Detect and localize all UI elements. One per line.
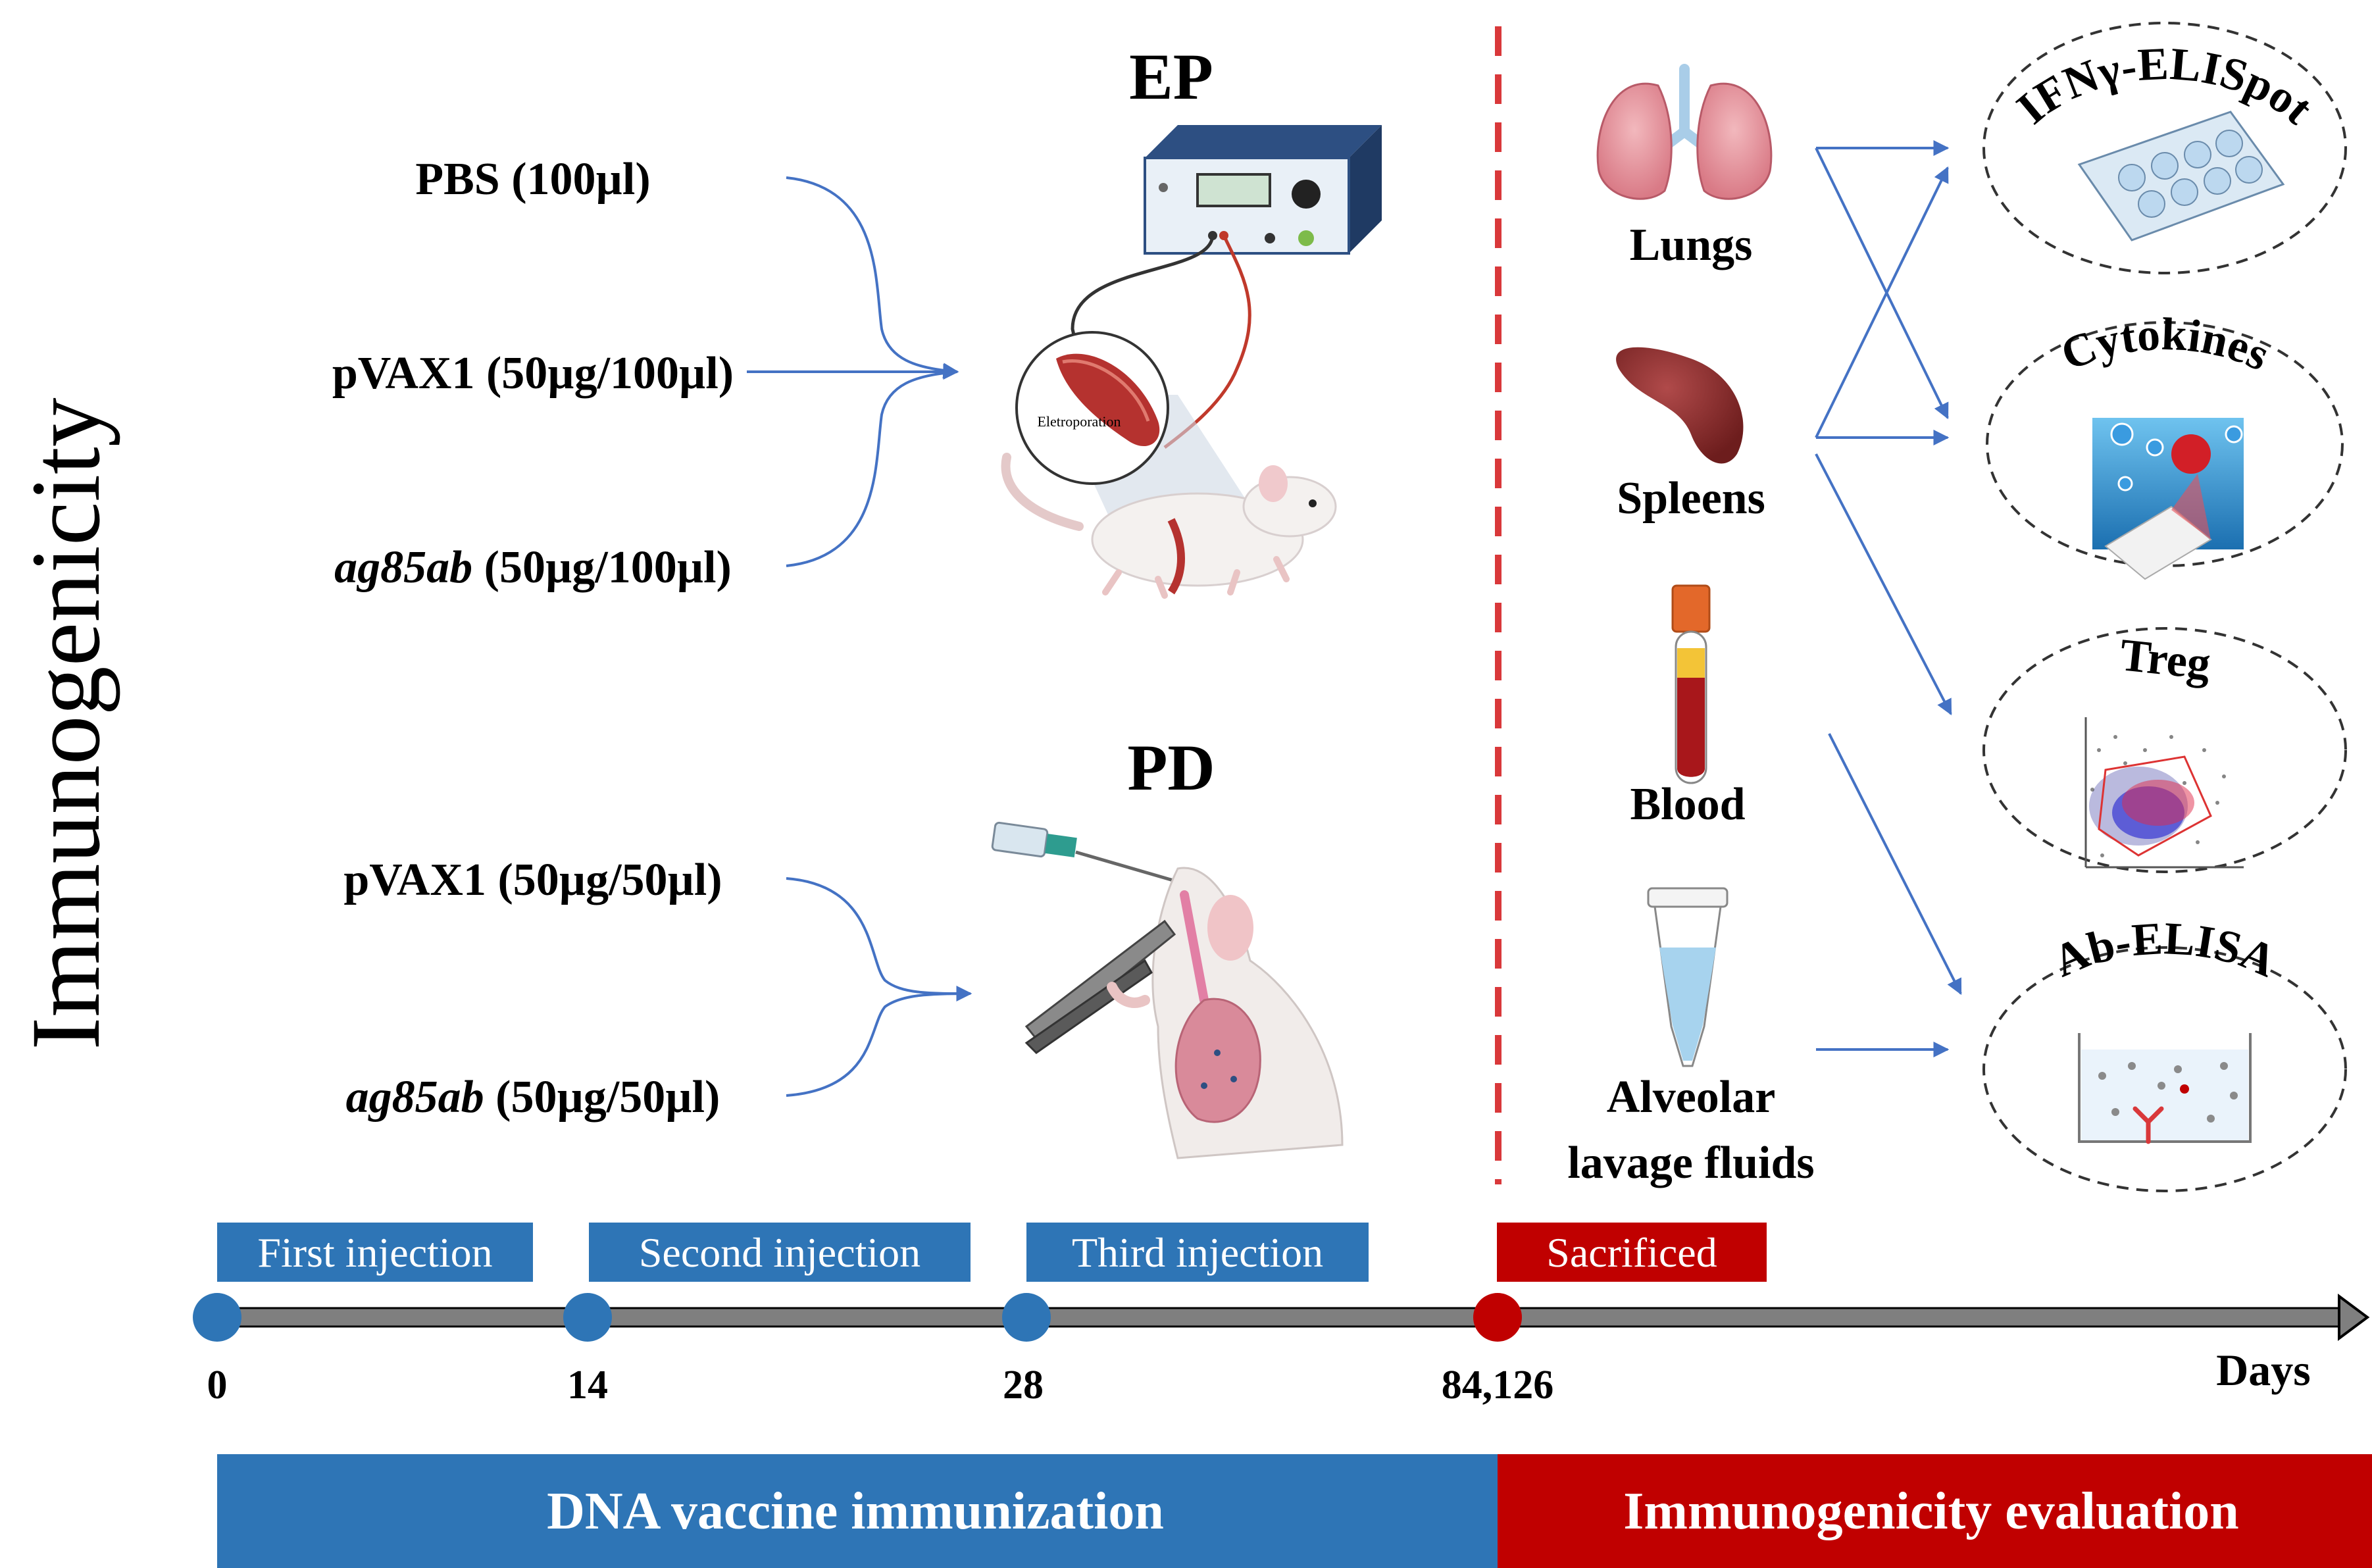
sample-spleens: Spleens xyxy=(1617,473,1765,524)
timeline-point-day-28 xyxy=(1002,1293,1051,1342)
timeline-event-third: Third injection xyxy=(1026,1223,1369,1282)
timeline-event-first: First injection xyxy=(217,1223,533,1282)
eppendorf-tube-icon xyxy=(1647,887,1729,1067)
pd-arrow-bottom xyxy=(786,992,971,1097)
timeline-tick-0: 0 xyxy=(207,1363,228,1407)
ep-mouse-icon xyxy=(1001,453,1337,599)
ep-group-pbs: PBS (100µl) xyxy=(415,154,650,205)
electroporation-device-icon xyxy=(1144,125,1382,255)
elispot-plate-icon xyxy=(2077,111,2285,241)
electroporation-label: Eletroporation xyxy=(1037,413,1121,430)
timeline-point-day-14 xyxy=(563,1293,612,1342)
lungs-icon xyxy=(1596,64,1773,200)
timeline-event-first-label: First injection xyxy=(257,1229,492,1276)
pd-group-ag85ab: ag85ab (50µg/50µl) xyxy=(346,1072,720,1123)
sample-lavage-fluids: lavage fluids xyxy=(1567,1138,1814,1188)
sample-assay-arrows xyxy=(1815,140,1962,1057)
timeline-tick-14: 14 xyxy=(567,1363,608,1407)
pd-group-pvax1: pVAX1 (50µg/50µl) xyxy=(343,855,722,905)
phase-immunization: DNA vaccine immunization xyxy=(217,1454,1498,1568)
cytokine-tank-icon xyxy=(2092,418,2244,580)
ep-group-pvax1-label: pVAX1 (50µg/100µl) xyxy=(332,348,734,399)
elisa-well-icon xyxy=(2078,1033,2252,1144)
timeline-event-second-label: Second injection xyxy=(639,1229,921,1276)
ep-arrow-top xyxy=(786,176,959,379)
assay-cytokines: Cytokines xyxy=(1986,309,2344,580)
timeline-tick-28: 28 xyxy=(1003,1363,1044,1407)
sample-lungs: Lungs xyxy=(1630,220,1753,270)
pd-title: PD xyxy=(1127,731,1215,804)
assay-treg-label: Treg xyxy=(2117,630,2213,690)
pd-group-ag85ab-italic: ag85ab xyxy=(346,1072,484,1123)
assay-elispot: IFNγ-ELISpot xyxy=(1982,22,2347,274)
electrode-wire-black xyxy=(1071,235,1215,359)
assay-ab-elisa: Ab-ELISA xyxy=(1982,913,2347,1192)
timeline-event-sacrificed: Sacrificed xyxy=(1497,1223,1767,1282)
ep-arrow-bottom xyxy=(786,370,958,567)
sample-alveolar: Alveolar xyxy=(1607,1072,1776,1123)
ep-title: EP xyxy=(1129,40,1213,113)
timeline-event-second: Second injection xyxy=(589,1223,971,1282)
timeline-point-day-0 xyxy=(193,1293,241,1342)
blood-tube-icon xyxy=(1671,584,1711,784)
pd-mouse-syringe-icon xyxy=(991,821,1344,1159)
timeline-axis xyxy=(216,1294,2370,1341)
ep-group-pvax1: pVAX1 (50µg/100µl) xyxy=(332,348,734,399)
arrow-blood-elisa xyxy=(1828,733,1962,996)
ep-group-ag85ab-label: (50µg/100µl) xyxy=(472,542,732,593)
spleen-icon xyxy=(1616,347,1744,464)
side-title: Immunogenicity xyxy=(11,397,120,1050)
flow-cytometry-plot-icon xyxy=(2084,717,2244,869)
arrow-lungs-cytokines xyxy=(1815,147,1949,420)
arrow-spleens-elispot xyxy=(1815,166,1949,438)
pd-group-ag85ab-label: (50µg/50µl) xyxy=(484,1072,720,1123)
arrow-spleens-treg xyxy=(1815,453,1952,716)
ep-group-ag85ab-italic: ag85ab xyxy=(334,542,472,593)
pd-arrow-top xyxy=(786,877,972,1001)
timeline-tick-84-126: 84,126 xyxy=(1442,1363,1554,1407)
assay-treg: Treg xyxy=(1982,627,2347,873)
timeline-event-sacrificed-label: Sacrificed xyxy=(1546,1229,1717,1276)
pd-group-pvax1-label: pVAX1 (50µg/50µl) xyxy=(343,855,722,905)
timeline-point-day-84 xyxy=(1473,1293,1522,1342)
ep-group-ag85ab: ag85ab (50µg/100µl) xyxy=(334,542,732,593)
ep-group-pbs-label: PBS (100µl) xyxy=(415,154,650,205)
timeline-axis-label: Days xyxy=(2216,1345,2311,1395)
phase-evaluation: Immunogenicity evaluation xyxy=(1498,1454,2372,1568)
sample-blood: Blood xyxy=(1630,779,1745,830)
phase-evaluation-label: Immunogenicity evaluation xyxy=(1623,1482,2239,1540)
phase-immunization-label: DNA vaccine immunization xyxy=(547,1482,1164,1540)
timeline-event-third-label: Third injection xyxy=(1072,1229,1323,1276)
